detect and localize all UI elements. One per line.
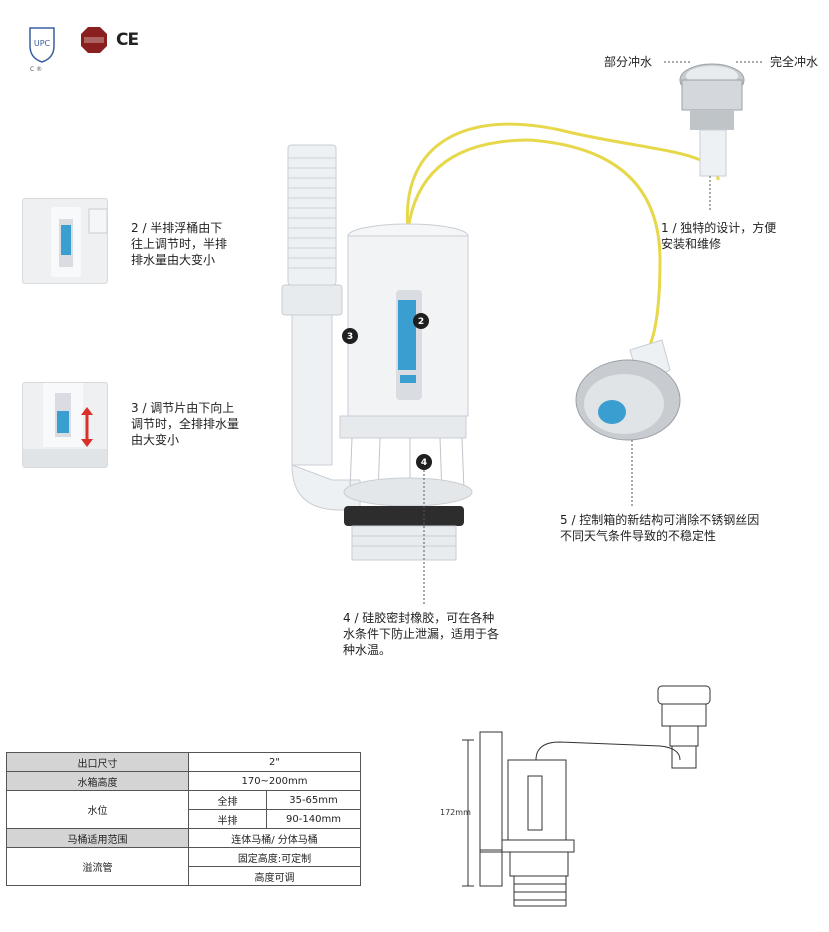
- svg-text:4: 4: [421, 458, 427, 468]
- half-label: 半排: [188, 809, 267, 829]
- toilet-label: 马桶适用范围: [6, 828, 189, 848]
- cable-top: [405, 122, 720, 231]
- full-value: 35-65mm: [266, 790, 361, 810]
- outlet-value: 2": [188, 752, 361, 772]
- tank-label: 水箱高度: [6, 771, 189, 791]
- adjuster-detail-icon: [23, 383, 107, 467]
- half-value: 90-140mm: [266, 809, 361, 829]
- svg-text:2: 2: [418, 317, 424, 327]
- overflow-label: 溢流管: [6, 847, 189, 886]
- overflow-value-1: 固定高度:可定制: [188, 847, 361, 867]
- svg-text:3: 3: [347, 332, 353, 342]
- partial-flush-label: 部分冲水: [604, 55, 653, 69]
- feature-3: 3 / 调节片由下向上 调节时，全排排水量 由大变小: [131, 401, 240, 447]
- push-button-side: [575, 339, 681, 441]
- thumbnail-half-float: [22, 198, 108, 284]
- upc-logo-icon: UPC: [29, 27, 55, 63]
- spec-table: 出口尺寸 2" 水箱高度 170~200mm 水位 全排 35-65mm 半排 …: [6, 752, 361, 886]
- certification-logos: UPC C ® CE: [24, 22, 152, 78]
- badge-2: 2: [413, 313, 429, 329]
- dimension-drawing: [462, 685, 711, 907]
- ce-mark: CE: [116, 30, 139, 50]
- full-label: 全排: [188, 790, 267, 810]
- flush-valve-illustration: 3 2 4: [281, 61, 764, 606]
- table-row: 水箱高度 170~200mm: [6, 771, 361, 791]
- level-label: 水位: [6, 790, 189, 829]
- feature-1: 1 / 独特的设计，方便 安装和维修: [661, 221, 777, 251]
- feature-2: 2 / 半排浮桶由下 往上调节时，半排 排水量由大变小: [131, 221, 228, 267]
- upc-sub: C ®: [30, 66, 43, 73]
- table-row: 溢流管 固定高度:可定制: [6, 847, 361, 886]
- half-float-detail-icon: [51, 207, 107, 277]
- toilet-value: 连体马桶/ 分体马桶: [188, 828, 361, 848]
- badge-4: 4: [416, 454, 432, 470]
- outlet-label: 出口尺寸: [6, 752, 189, 772]
- full-flush-label: 完全冲水: [770, 55, 819, 69]
- thumbnail-adjuster: [22, 382, 108, 468]
- cable-bottom: [406, 138, 662, 346]
- table-row: 高度可调: [7, 866, 361, 886]
- table-row: 出口尺寸 2": [6, 752, 361, 772]
- svg-text:UPC: UPC: [34, 39, 51, 48]
- push-button-top: [679, 63, 745, 177]
- valve-body: [339, 223, 473, 561]
- feature-5: 5 / 控制箱的新结构可消除不锈钢丝因 不同天气条件导致的不稳定性: [560, 513, 760, 543]
- feature-4: 4 / 硅胶密封橡胶，可在各种 水条件下防止泄漏，适用于各 种水温。: [343, 611, 500, 657]
- dimension-height-label: 172mm: [440, 808, 471, 817]
- overflow-value-2: 高度可调: [188, 866, 361, 886]
- certification-octagon-icon: [81, 27, 107, 53]
- overflow-tube: [281, 144, 361, 511]
- table-row: 马桶适用范围 连体马桶/ 分体马桶: [6, 828, 361, 848]
- badge-3: 3: [342, 328, 358, 344]
- tank-value: 170~200mm: [188, 771, 361, 791]
- table-row: 水位 全排 35-65mm: [6, 790, 361, 829]
